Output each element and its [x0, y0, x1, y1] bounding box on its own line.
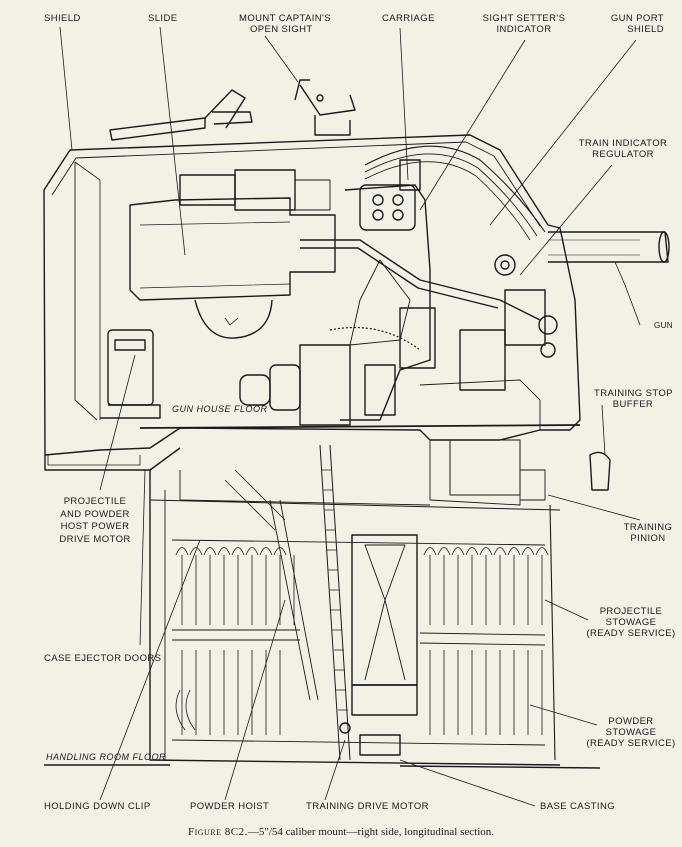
label-training-stop-buffer: TRAINING STOP BUFFER	[594, 388, 673, 410]
label-holding-down-clip: HOLDING DOWN CLIP	[44, 801, 151, 812]
central-hoist	[269, 444, 418, 761]
caption-figure-number: Figure 8C2.	[187, 826, 248, 838]
label-gun-port-shield: GUN PORT SHIELD	[600, 13, 664, 35]
label-projectile-stowage-line2: STOWAGE	[605, 617, 657, 628]
label-projectile-stowage-line3: (READY SERVICE)	[586, 628, 676, 639]
label-powder-stowage-line2: STOWAGE	[605, 727, 657, 738]
leader-lines	[59, 26, 641, 807]
label-projectile-powder-hoist-motor: PROJECTILE AND POWDER HOST POWER DRIVE M…	[40, 496, 150, 546]
carriage	[300, 159, 558, 421]
handling-room	[149, 470, 561, 766]
label-gun-house-floor: GUN HOUSE FLOOR	[172, 404, 268, 414]
label-training-pinion-line1: TRAINING	[623, 522, 673, 533]
gun-barrel	[548, 231, 670, 263]
label-shield: SHIELD	[44, 13, 81, 24]
shield-outline	[43, 134, 581, 456]
label-projectile-stowage: PROJECTILE STOWAGE (READY SERVICE)	[585, 606, 677, 639]
slide	[129, 169, 336, 339]
label-sight-setters-indicator: SIGHT SETTER'S INDICATOR	[478, 13, 570, 35]
label-projectile-motor-line3: HOST POWER	[60, 521, 130, 532]
hoist-drive-motor	[100, 329, 161, 419]
caption-text: —5"/54 caliber mount—right side, longitu…	[247, 826, 495, 838]
label-slide: SLIDE	[148, 13, 178, 24]
label-mount-captains-open-sight: MOUNT CAPTAIN'S OPEN SIGHT	[230, 13, 340, 35]
label-mount-captains-line2: OPEN SIGHT	[250, 24, 313, 35]
label-gun-port-line2: SHIELD	[627, 24, 664, 35]
label-gun: GUN	[654, 321, 673, 330]
label-train-indicator-regulator: TRAIN INDICATOR REGULATOR	[574, 138, 672, 160]
label-train-indicator-line2: REGULATOR	[592, 149, 654, 160]
label-powder-stowage-line3: (READY SERVICE)	[586, 738, 676, 749]
label-powder-stowage-line1: POWDER	[608, 716, 654, 727]
label-training-pinion-line2: PINION	[630, 533, 666, 544]
label-base-casting: BASE CASTING	[540, 801, 616, 812]
label-handling-room-floor: HANDLING ROOM FLOOR	[46, 752, 167, 762]
label-training-stop-line1: TRAINING STOP	[594, 388, 673, 399]
label-training-drive-motor: TRAINING DRIVE MOTOR	[306, 801, 429, 812]
label-projectile-motor-line4: DRIVE MOTOR	[59, 533, 131, 545]
label-carriage: CARRIAGE	[382, 13, 435, 24]
projectile-rack-left	[175, 547, 295, 735]
label-sight-setters-line2: INDICATOR	[496, 24, 552, 35]
label-gun-port-line1: GUN PORT	[610, 13, 664, 24]
training-motor-group	[239, 344, 541, 430]
figure-caption: Figure 8C2.—5"/54 caliber mount—right si…	[0, 826, 682, 838]
projectile-rack-right	[423, 547, 549, 735]
label-projectile-motor-line2: AND POWDER	[60, 508, 130, 520]
label-projectile-motor-line1: PROJECTILE	[63, 496, 127, 507]
label-training-pinion: TRAINING PINION	[620, 522, 676, 544]
mount-captains-open-sight	[109, 79, 356, 141]
label-powder-stowage: POWDER STOWAGE (READY SERVICE)	[584, 716, 678, 749]
label-mount-captains-line1: MOUNT CAPTAIN'S	[239, 13, 331, 24]
label-case-ejector-doors: CASE EJECTOR DOORS	[44, 653, 162, 664]
label-training-stop-line2: BUFFER	[612, 399, 654, 410]
label-projectile-stowage-line1: PROJECTILE	[599, 606, 663, 617]
label-powder-hoist: POWDER HOIST	[190, 801, 270, 812]
label-sight-setters-line1: SIGHT SETTER'S	[482, 13, 566, 24]
label-train-indicator-line1: TRAIN INDICATOR	[578, 138, 668, 149]
